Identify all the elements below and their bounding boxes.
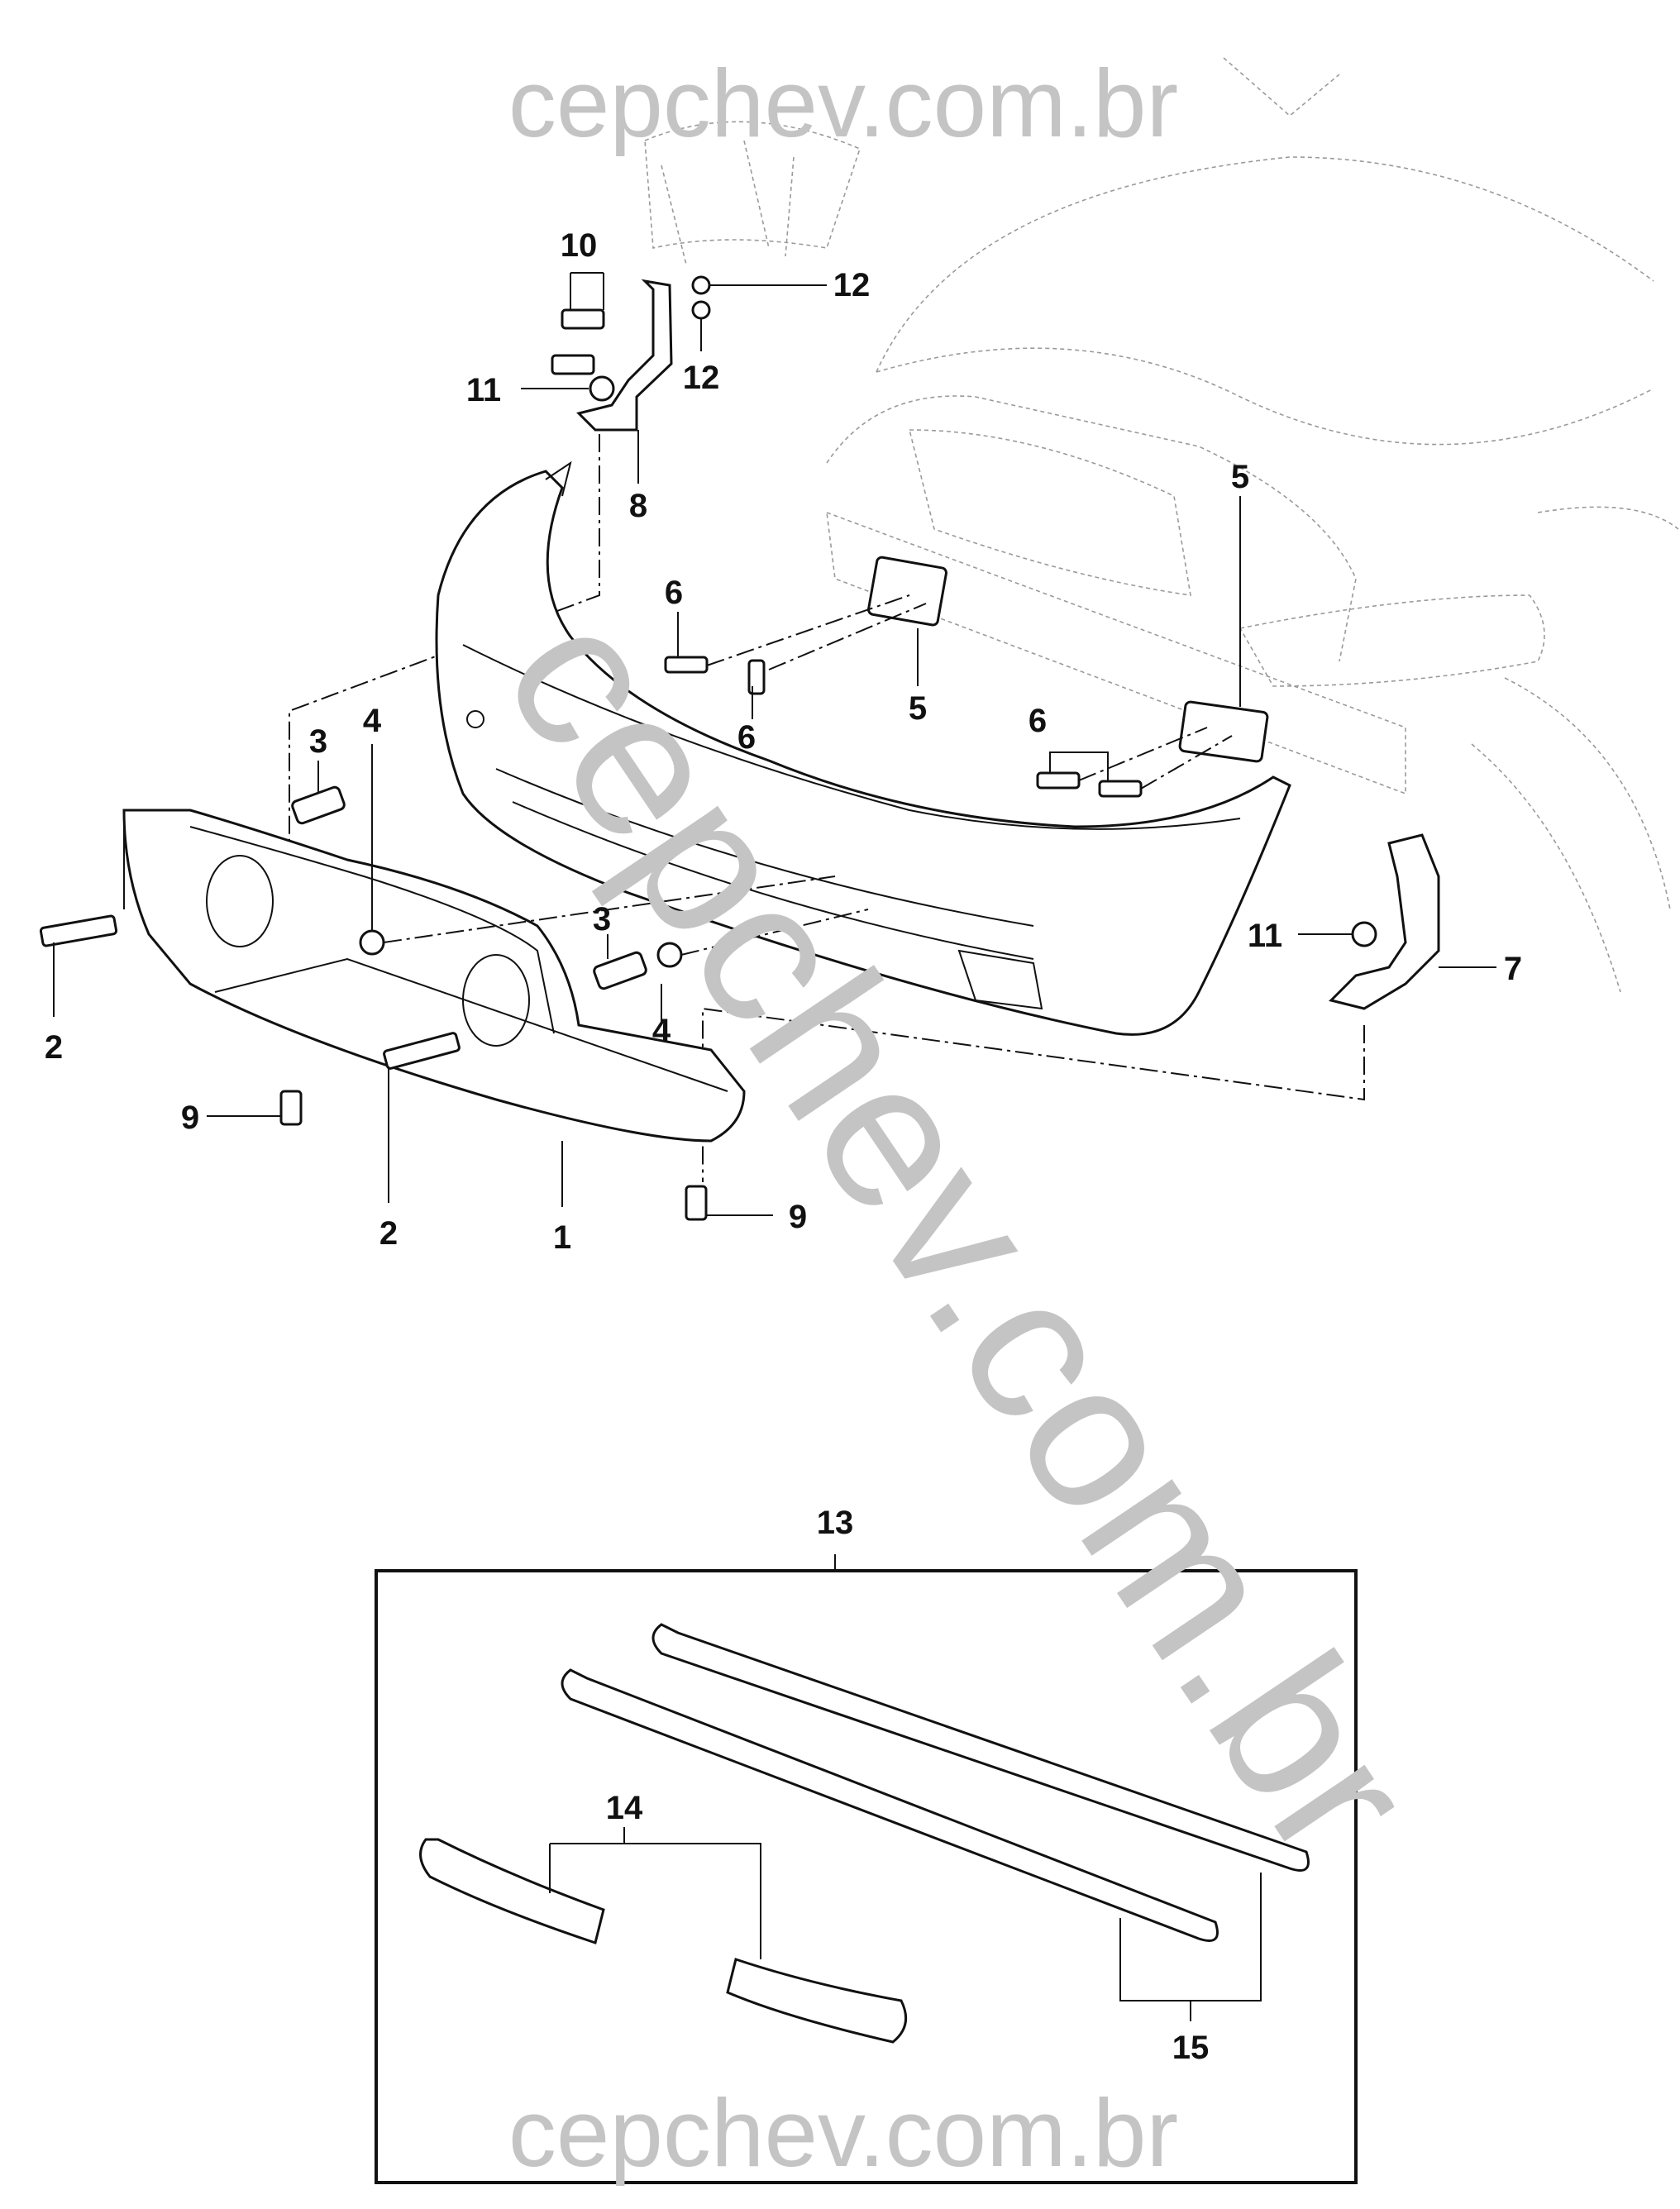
callout-2-center: 2 <box>379 1215 398 1252</box>
callout-4-upper: 4 <box>363 703 382 739</box>
callout-2-left: 2 <box>45 1029 63 1066</box>
kit-box <box>375 1554 1358 2184</box>
bull-bar <box>39 744 869 1221</box>
callout-6-left: 6 <box>665 575 683 611</box>
callout-3-upper: 3 <box>309 723 327 760</box>
callout-9-center: 9 <box>789 1199 807 1235</box>
bumper-cover <box>435 460 1291 1036</box>
vehicle-body-outline <box>644 57 1679 993</box>
callout-9-left: 9 <box>181 1100 199 1136</box>
watermark-bottom: cepchev.com.br <box>508 2079 1178 2187</box>
callout-7: 7 <box>1504 951 1522 987</box>
callout-1: 1 <box>553 1219 571 1256</box>
callout-14: 14 <box>606 1790 643 1826</box>
callout-3-lower: 3 <box>593 901 611 938</box>
callout-15: 15 <box>1172 2030 1210 2066</box>
upper-bracket-assembly <box>289 272 827 876</box>
callout-13: 13 <box>817 1505 854 1541</box>
callout-4-lower: 4 <box>652 1013 671 1049</box>
callout-10: 10 <box>561 227 598 264</box>
callout-12-upper: 12 <box>833 267 871 303</box>
callout-12-lower: 12 <box>683 360 720 396</box>
callout-5-center: 5 <box>909 690 927 727</box>
mounting-plates <box>664 496 1269 798</box>
callout-8: 8 <box>629 488 647 524</box>
callout-5-right: 5 <box>1231 459 1249 495</box>
callout-11-upper: 11 <box>466 372 501 408</box>
callout-6-right: 6 <box>1029 703 1047 739</box>
callout-6-center: 6 <box>737 719 756 756</box>
watermark-top: cepchev.com.br <box>508 50 1178 157</box>
callout-11-side: 11 <box>1248 918 1282 954</box>
